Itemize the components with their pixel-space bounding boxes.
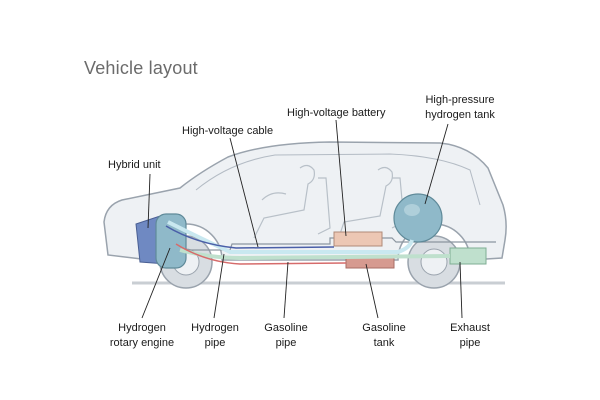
label-gasoline-tank: Gasoline tank	[352, 321, 416, 351]
label-rotary-engine: Hydrogen rotary engine	[100, 321, 184, 351]
label-gasoline-pipe-line2: pipe	[275, 337, 297, 349]
hv-battery	[333, 231, 383, 247]
label-hv-cable: High-voltage cable	[182, 125, 274, 137]
rear-wheel	[407, 235, 461, 289]
label-gasoline-tank-line2: tank	[373, 337, 395, 349]
hv-cable	[165, 225, 335, 249]
gasoline-pipe	[175, 243, 347, 265]
label-rotary-engine-line2: rotary engine	[109, 337, 175, 349]
label-hydrogen-pipe-line2: pipe	[204, 337, 226, 349]
label-hydrogen-tank: High-pressure hydrogen tank	[418, 93, 502, 123]
label-exhaust-pipe: Exhaust pipe	[438, 321, 502, 351]
label-hydrogen-tank-line1: High-pressure	[425, 94, 495, 106]
gasoline-tank	[345, 257, 395, 269]
label-exhaust-pipe-line2: pipe	[459, 337, 481, 349]
label-hydrogen-tank-line2: hydrogen tank	[425, 109, 495, 121]
label-hybrid-unit: Hybrid unit	[108, 159, 161, 171]
label-hydrogen-pipe: Hydrogen pipe	[183, 321, 247, 351]
hydrogen-tank	[393, 193, 443, 243]
label-gasoline-pipe: Gasoline pipe	[254, 321, 318, 351]
label-gasoline-tank-line1: Gasoline	[362, 322, 406, 334]
diagram-title: Vehicle layout	[84, 58, 198, 78]
label-hydrogen-pipe-line1: Hydrogen	[191, 322, 239, 334]
hydrogen-pipe	[167, 220, 414, 254]
label-hv-battery: High-voltage battery	[287, 107, 386, 119]
label-exhaust-pipe-line1: Exhaust	[450, 322, 490, 334]
floor-frame	[170, 237, 496, 251]
label-rotary-engine-line1: Hydrogen	[118, 322, 166, 334]
window-outline	[195, 153, 481, 206]
exhaust-muffler	[449, 247, 487, 265]
leader-lines	[141, 119, 463, 319]
label-gasoline-pipe-line1: Gasoline	[264, 322, 308, 334]
exhaust-run	[179, 248, 451, 261]
